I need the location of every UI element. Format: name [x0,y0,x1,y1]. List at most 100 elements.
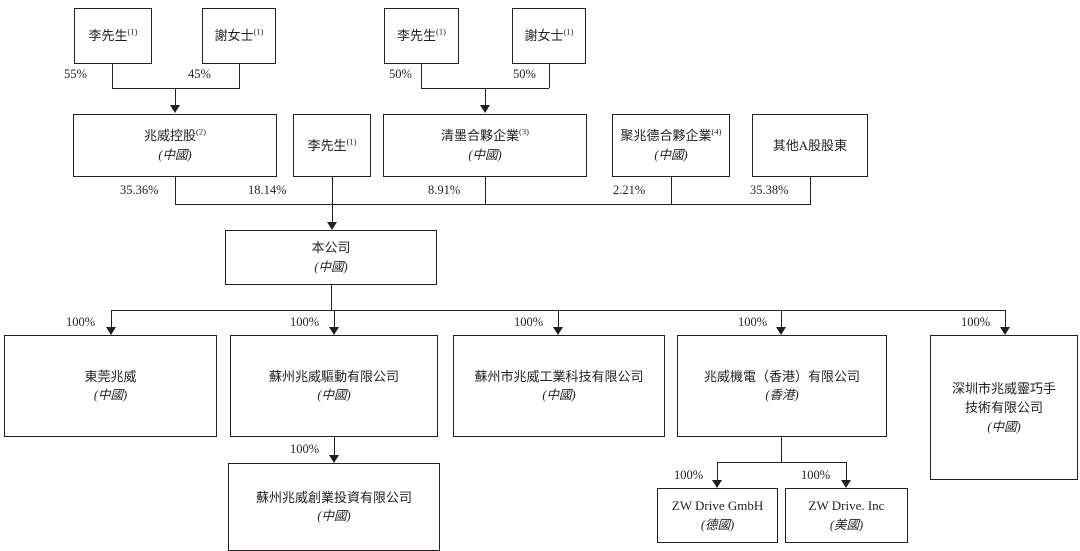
arrowhead-icon [553,327,563,335]
footnote-marker: (1) [127,26,138,37]
node-label: 李先生(1) [307,136,357,153]
node-zhaowei-hk: 兆威機電（香港）有限公司 (香港) [677,335,887,437]
ownership-label-company-to-dongguan: 100% [66,315,96,329]
node-label: 其他A股股東 [772,137,848,153]
connector-line [671,177,672,205]
footnote-marker: (2) [196,127,206,138]
connector-line [175,204,811,205]
ownership-label-juzhaode-to-company: 2.21% [613,183,646,197]
arrowhead-icon [329,455,339,463]
node-label: ZW Drive GmbH [671,498,764,514]
node-jurisdiction: (中國) [468,147,502,162]
node-mr-li-2: 李先生(1) [384,8,459,64]
node-jurisdiction: (中國) [314,259,348,274]
arrowhead-icon [1000,327,1010,335]
connector-line [846,462,847,481]
node-mr-li-3: 李先生(1) [293,114,371,177]
ownership-label-drive-to-investment: 100% [290,442,320,456]
node-ms-xie-1: 謝女士(1) [202,8,276,64]
connector-line [781,310,782,328]
node-zw-drive-inc: ZW Drive. Inc (美國) [785,488,908,543]
connector-line [331,285,332,310]
node-suzhou-investment: 蘇州兆威創業投資有限公司 (中國) [228,463,440,551]
connector-line [1005,310,1006,328]
node-suzhou-industrial: 蘇州市兆威工業科技有限公司 (中國) [453,335,665,437]
node-qingmo-partnership: 清墨合夥企業(3) (中國) [383,114,587,177]
node-label: 李先生(1) [88,26,138,44]
arrowhead-icon [170,105,180,113]
node-jurisdiction: (中國) [542,388,576,403]
connector-line [175,177,176,205]
arrowhead-icon [329,327,339,335]
node-dongguan-zhaowei: 東莞兆威 (中國) [4,335,217,437]
node-zhaowei-holdings: 兆威控股(2) (中國) [73,114,277,177]
arrowhead-icon [106,327,116,335]
node-label: 謝女士(1) [524,26,574,44]
node-jurisdiction: (中國) [654,147,688,162]
node-label: 清墨合夥企業(3) [441,127,529,144]
connector-line [549,64,550,88]
node-shenzhen-hand: 深圳市兆威靈巧手 技術有限公司 (中國) [930,335,1078,480]
ownership-label-company-to-hk: 100% [738,315,768,329]
footnote-marker: (1) [436,26,446,37]
node-jurisdiction: (美國) [829,517,864,532]
node-jurisdiction: (中國) [317,509,351,524]
ownership-label-company-to-suzhou-industrial: 100% [514,315,544,329]
ownership-label-li-to-company: 18.14% [248,183,287,197]
arrowhead-icon [712,480,722,488]
connector-line [112,88,240,89]
connector-line [175,88,176,106]
node-jurisdiction: (德國) [700,517,735,532]
ownership-label-company-to-shenzhen: 100% [961,315,991,329]
node-zw-drive-gmbh: ZW Drive GmbH (德國) [657,488,778,543]
node-mr-li-1: 李先生(1) [74,8,152,64]
connector-line [485,177,486,205]
node-label: 兆威控股(2) [144,127,206,144]
node-suzhou-drive: 蘇州兆威驅動有限公司 (中國) [230,335,438,437]
node-label: 深圳市兆威靈巧手 技術有限公司 [951,380,1056,416]
node-label: 蘇州市兆威工業科技有限公司 [474,368,644,384]
ownership-label-li-to-qingmo: 50% [389,67,412,81]
arrowhead-icon [480,105,490,113]
node-label: 李先生(1) [397,26,446,44]
ownership-label-qingmo-to-company: 8.91% [428,183,461,197]
connector-line [421,64,422,88]
node-label: 蘇州兆威創業投資有限公司 [255,489,412,505]
ownership-label-others-to-company: 35.38% [750,183,789,197]
connector-line [781,437,782,462]
connector-line [111,310,112,328]
connector-line [485,88,486,106]
connector-line [239,64,240,88]
node-label: 聚兆德合夥企業(4) [620,127,722,144]
ownership-label-hk-to-gmbh: 100% [674,468,704,482]
ownership-label-xie-to-qingmo: 50% [513,67,536,81]
connector-line [810,177,811,205]
ownership-label-hk-to-inc: 100% [801,468,831,482]
node-label: ZW Drive. Inc [808,498,885,514]
ownership-label-company-to-suzhou-drive: 100% [290,315,320,329]
node-jurisdiction: (中國) [93,388,128,403]
connector-line [332,177,333,223]
node-label: 兆威機電（香港）有限公司 [703,368,860,384]
arrowhead-icon [841,480,851,488]
connector-line [717,462,718,481]
connector-line [112,64,113,88]
connector-line [717,462,846,463]
footnote-marker: (3) [519,127,529,138]
footnote-marker: (1) [346,136,357,147]
ownership-label-xie-to-holdings: 45% [188,67,211,81]
connector-line [334,437,335,456]
node-ms-xie-2: 謝女士(1) [512,8,586,64]
footnote-marker: (1) [563,26,574,37]
ownership-label-holdings-to-company: 35.36% [120,183,159,197]
node-jurisdiction: (香港) [765,388,799,403]
ownership-label-li-to-holdings: 55% [64,67,87,81]
arrowhead-icon [776,327,786,335]
node-the-company: 本公司 (中國) [225,230,437,285]
connector-line [558,310,559,328]
connector-line [334,310,335,328]
footnote-marker: (1) [253,26,264,37]
node-jurisdiction: (中國) [158,147,192,162]
node-other-a-shareholders: 其他A股股東 [752,114,868,177]
